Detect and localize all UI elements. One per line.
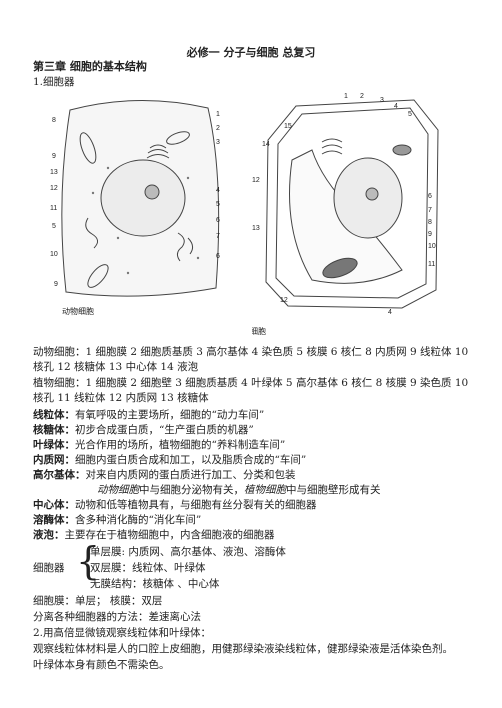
animal-label: 12 xyxy=(50,185,58,192)
organelle-term: 叶绿体： xyxy=(33,439,75,451)
organelle-chloroplast: 叶绿体：光合作用的场所，植物细胞的“养料制造车间” xyxy=(33,438,473,453)
observe-mitochondria: 观察线粒体材料是人的口腔上皮细胞，用健那绿染液染线粒体，健那绿染液是活体染色剂。 xyxy=(33,643,453,655)
plant-label: 7 xyxy=(428,207,432,214)
organelle-term: 线粒体： xyxy=(33,409,75,421)
plant-chloroplast xyxy=(392,144,412,156)
plant-label: 5 xyxy=(408,111,412,118)
animal-label: 1 xyxy=(216,111,220,118)
animal-label: 9 xyxy=(54,281,58,288)
plant-cell-membrane xyxy=(275,107,429,299)
observe-chloroplast: 叶绿体本身有颜色不需染色。 xyxy=(33,659,170,671)
organelle-desc: 主要存在于植物细胞中，内含细胞液的细胞器 xyxy=(64,529,275,541)
animal-label: 4 xyxy=(216,187,220,194)
double-membrane-line: 双层膜：线粒体、叶绿体 xyxy=(90,562,206,574)
golgi-note-animal: 动物细胞 xyxy=(97,484,139,496)
plant-label: 2 xyxy=(360,93,364,100)
animal-label: 6 xyxy=(216,217,220,224)
animal-er xyxy=(176,232,194,262)
organelle-desc: 细胞内蛋白质合成和加工，以及脂质合成的“车间” xyxy=(75,454,307,466)
plant-label: 3 xyxy=(380,97,384,104)
plant-label: 12 xyxy=(252,177,260,184)
plant-label: 13 xyxy=(252,225,260,232)
organelle-desc: 动物和低等植物具有，与细胞有丝分裂有关的细胞器 xyxy=(75,499,317,511)
organelle-mitochondria: 线粒体：有氧呼吸的主要场所，细胞的“动力车间” xyxy=(33,408,473,423)
organelle-term: 高尔基体： xyxy=(33,469,86,481)
page-title: 必修一 分子与细胞 总复习 xyxy=(186,46,316,59)
animal-label: 9 xyxy=(52,153,56,160)
section-heading-2: 2.用高倍显微镜观察线粒体和叶绿体： xyxy=(33,627,212,639)
animal-mitochondrion xyxy=(87,264,109,288)
plant-cell-figure: 1 2 3 4 5 15 14 12 13 6 7 8 9 10 11 12 4… xyxy=(252,93,439,335)
organelle-term: 中心体： xyxy=(33,499,75,511)
animal-cell-legend: 动物细胞：1 细胞膜 2 细胞质基质 3 高尔基体 4 染色质 5 核膜 6 核… xyxy=(33,346,469,373)
organelle-lysosome: 溶酶体：含多种消化酶的“消化车间” xyxy=(33,513,473,528)
plant-cell-wall xyxy=(265,99,439,309)
plant-label: 9 xyxy=(428,231,432,238)
organelle-desc: 初步合成蛋白质，“生产蛋白质的机器” xyxy=(75,424,254,436)
animal-label: 8 xyxy=(52,117,56,124)
membrane-class-label: 细胞器 xyxy=(33,562,65,574)
plant-golgi xyxy=(321,138,343,155)
plant-caption: 植物细胞 xyxy=(252,326,266,335)
animal-label: 2 xyxy=(216,125,220,132)
animal-er xyxy=(85,217,98,249)
organelle-term: 内质网： xyxy=(33,454,75,466)
plant-label: 4 xyxy=(394,103,398,110)
animal-label: 7 xyxy=(216,233,220,240)
chapter-title: 第三章 细胞的基本结构 xyxy=(33,60,147,73)
animal-mitochondrion xyxy=(166,131,190,145)
animal-label: 10 xyxy=(50,251,58,258)
brace-icon: { xyxy=(76,539,101,583)
golgi-note-plant: 植物细胞 xyxy=(244,484,286,496)
no-membrane-line: 无膜结构：核糖体 、中心体 xyxy=(90,578,220,590)
animal-label: 5 xyxy=(52,223,56,230)
organelle-term: 核糖体： xyxy=(33,424,75,436)
plant-label: 8 xyxy=(428,219,432,226)
plant-label: 10 xyxy=(428,243,436,250)
animal-golgi xyxy=(146,144,170,159)
animal-label: 5 xyxy=(216,201,220,208)
animal-label: 13 xyxy=(50,169,58,176)
golgi-note-text: 中与细胞分泌物有关， xyxy=(139,484,244,496)
organelle-golgi: 高尔基体：对来自内质网的蛋白质进行加工、分类和包装 xyxy=(33,468,473,483)
golgi-note: 动物细胞中与细胞分泌物有关，植物细胞中与细胞壁形成有关 xyxy=(97,483,477,498)
animal-mitochondrion xyxy=(79,132,97,164)
animal-nucleolus xyxy=(144,184,160,200)
single-membrane-line: 单层膜: 内质网、高尔基体、液泡、溶酶体 xyxy=(90,546,286,558)
plant-label: 14 xyxy=(262,141,270,148)
plant-chloroplast xyxy=(322,257,358,279)
animal-caption: 动物细胞 xyxy=(62,306,94,316)
animal-label: 11 xyxy=(50,205,57,212)
organelle-er: 内质网：细胞内蛋白质合成和加工，以及脂质合成的“车间” xyxy=(33,453,473,468)
section-heading: 1.细胞器 xyxy=(33,76,75,88)
organelle-ribosome: 核糖体：初步合成蛋白质，“生产蛋白质的机器” xyxy=(33,423,473,438)
plant-label: 1 xyxy=(344,93,348,100)
organelle-desc: 对来自内质网的蛋白质进行加工、分类和包装 xyxy=(85,469,296,481)
organelle-desc: 有氧呼吸的主要场所，细胞的“动力车间” xyxy=(75,409,265,421)
organelle-term: 液泡： xyxy=(33,529,65,541)
golgi-note-text: 中与细胞壁形成有关 xyxy=(286,484,381,496)
organelle-desc: 含多种消化酶的“消化车间” xyxy=(75,514,202,526)
animal-cell-figure: 8 1 2 3 9 13 12 11 5 4 5 6 7 10 6 9 动物细胞 xyxy=(50,100,220,316)
animal-nucleus xyxy=(100,159,186,237)
organelle-vacuole: 液泡：主要存在于植物细胞中，内含细胞液的细胞器 xyxy=(33,528,473,543)
animal-label: 6 xyxy=(216,253,220,260)
animal-label: 3 xyxy=(216,139,220,146)
organelle-centrosome: 中心体：动物和低等植物具有，与细胞有丝分裂有关的细胞器 xyxy=(33,498,473,513)
plant-label: 15 xyxy=(284,123,292,130)
plant-label: 11 xyxy=(428,261,435,268)
plant-cell-legend: 植物细胞：1 细胞膜 2 细胞壁 3 细胞质基质 4 叶绿体 5 高尔基体 6 … xyxy=(33,377,469,404)
plant-label: 4 xyxy=(388,309,392,316)
organelle-term: 溶酶体： xyxy=(33,514,75,526)
plant-nucleolus xyxy=(365,187,379,201)
plant-label: 12 xyxy=(280,297,288,304)
cell-membrane-line: 细胞膜：单层； 核膜：双层 xyxy=(33,595,163,607)
plant-label: 6 xyxy=(428,193,432,200)
separation-method: 分离各种细胞器的方法：差速离心法 xyxy=(33,611,201,623)
organelle-desc: 光合作用的场所，植物细胞的“养料制造车间” xyxy=(75,439,286,451)
